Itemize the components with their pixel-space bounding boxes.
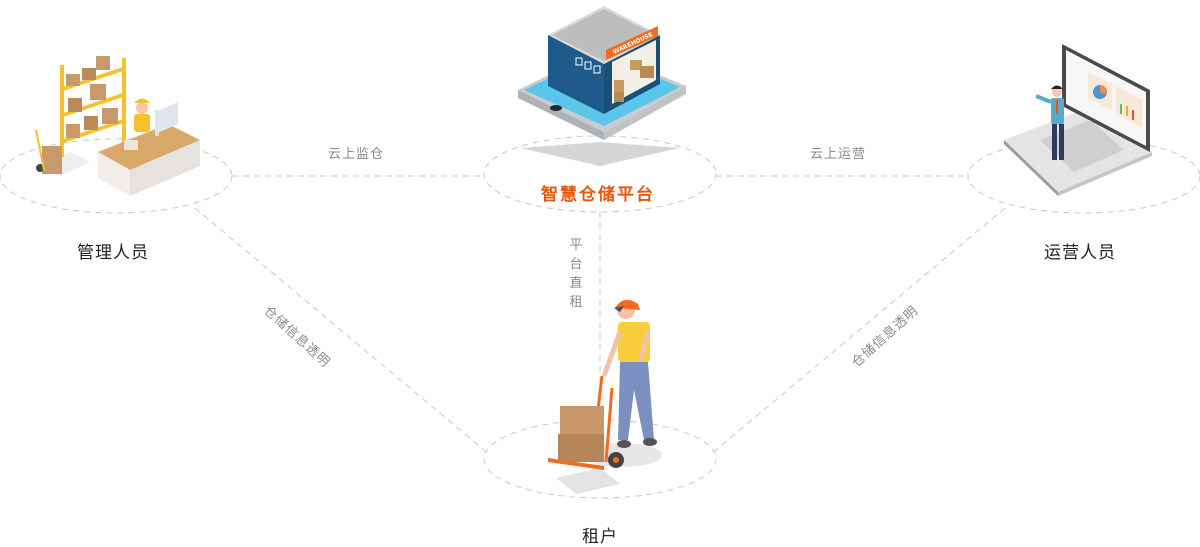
platform-title: 智慧仓储平台 <box>541 185 655 205</box>
node-label-bottom: 租户 <box>582 527 618 547</box>
management-staff-illustration <box>35 56 200 196</box>
edge-label-center-right: 云上运营 <box>810 147 867 162</box>
node-label-left: 管理人员 <box>77 243 149 263</box>
edge-label-center-bottom: 平台直租 <box>569 238 583 310</box>
node-ellipse-left <box>0 138 233 214</box>
warehouse-tablet-illustration <box>518 6 686 166</box>
warehouse-sign-board <box>606 26 658 60</box>
node-label-right: 运营人员 <box>1044 243 1116 263</box>
operations-staff-illustration <box>1004 44 1152 196</box>
edge-label-left-center: 云上监仓 <box>328 147 385 162</box>
node-ellipse-right <box>967 138 1200 214</box>
edge-line-left-bottom <box>194 207 491 456</box>
edge-line-right-bottom <box>709 207 1006 456</box>
tenant-worker-illustration <box>548 299 662 494</box>
